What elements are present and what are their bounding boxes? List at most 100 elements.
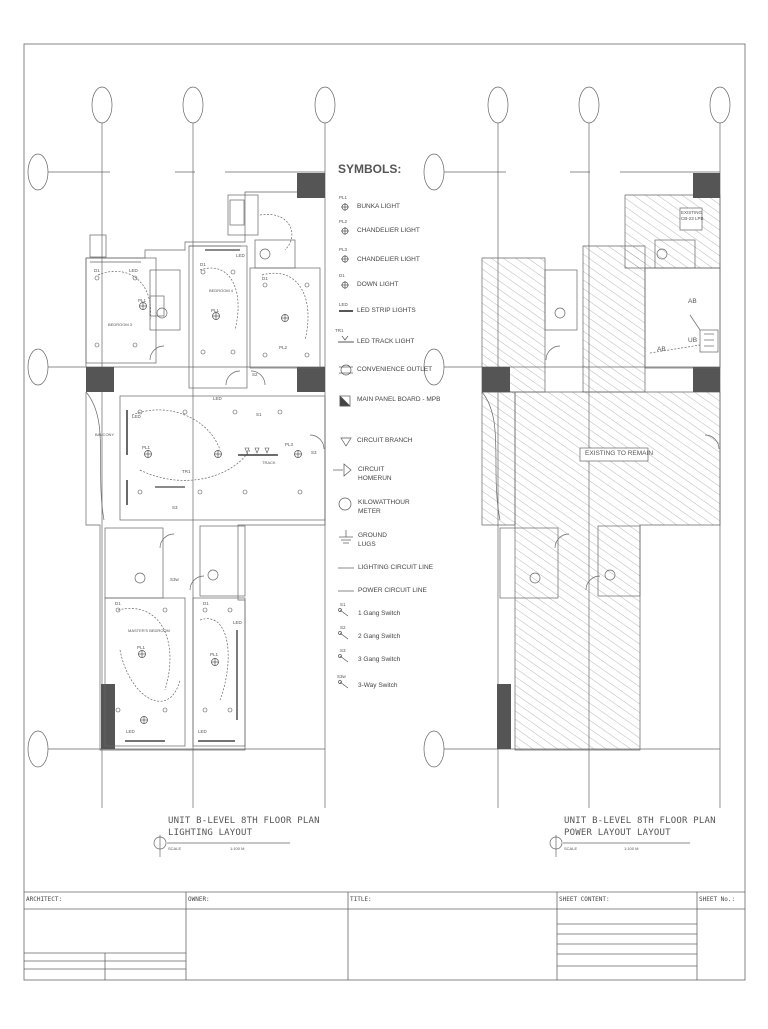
sheet-no-label: SHEET No.: [699, 896, 736, 903]
legend-tag: LED [339, 302, 348, 307]
fixture-tag: LED [198, 729, 207, 734]
grid-bubble [182, 86, 204, 124]
fixture-tag: S3w [170, 577, 179, 582]
column [297, 367, 325, 392]
existing-note: EXISTING TO REMAIN [585, 450, 654, 457]
fixture-tag: PL1 [137, 645, 146, 650]
fixture-tag: TR1 [182, 469, 191, 474]
legend-tag: PL1 [339, 195, 348, 200]
grid-bubble [27, 348, 49, 386]
fixture-tag: S2 [252, 372, 258, 377]
lighting-plan [27, 86, 336, 857]
grid-bubble [314, 86, 336, 124]
legend-label: MAIN PANEL BOARD - MPB [357, 396, 441, 403]
column [297, 173, 325, 198]
legend-tag: PL2 [339, 219, 348, 224]
fixture-tag: LED [236, 253, 245, 258]
legend-tag: S1 [340, 602, 346, 607]
legend-icons [333, 203, 354, 689]
grid-bubble [91, 86, 113, 124]
legend-label: CHANDELIER LIGHT [357, 256, 420, 263]
fixture-tag: LED [129, 268, 138, 273]
legend-label: CIRCUIT HOMERUN [358, 466, 392, 482]
ab-label: AB [688, 298, 697, 305]
fixture-tag: S1 [256, 412, 262, 417]
ub-label: UB [688, 337, 698, 344]
fixture-tag: PL1 [211, 308, 220, 313]
fixture-tag: LED [233, 620, 242, 625]
power-plan [423, 86, 731, 857]
sheet-border [23, 43, 746, 981]
owner-label: OWNER: [188, 896, 210, 903]
room-label: MASTER'S BEDROOM [128, 628, 170, 633]
legend-label: CIRCUIT BRANCH [357, 437, 413, 444]
legend-tag: S2 [340, 625, 346, 630]
legend-label: LED STRIP LIGHTS [357, 307, 416, 314]
legend-label: CHANDELIER LIGHT [357, 227, 420, 234]
fixture-tag: S3 [172, 505, 178, 510]
legend-tag: S3w [337, 674, 346, 679]
column [497, 684, 511, 749]
power-plan-title: UNIT B-LEVEL 8TH FLOOR PLAN [564, 816, 716, 826]
room-label: BEDROOM 3 [108, 322, 133, 327]
fixture-tag: LED [126, 729, 135, 734]
fixture-tag: LED [213, 396, 222, 401]
legend-label: LIGHTING CIRCUIT LINE [358, 564, 434, 571]
legend-label: 3-Way Switch [358, 682, 398, 689]
power-plan-subtitle: POWER LAYOUT LAYOUT [564, 828, 671, 838]
fixture-tag: S3 [311, 450, 317, 455]
fixture-tag: PL1 [138, 298, 147, 303]
room-label: TRACK [262, 460, 276, 465]
fixture-tag: D1 [94, 268, 100, 273]
lighting-plan-title: UNIT B-LEVEL 8TH FLOOR PLAN [168, 816, 320, 826]
scale-label: SCALE [564, 846, 578, 851]
column [482, 367, 510, 392]
legend-label: DOWN LIGHT [357, 281, 399, 288]
fixture-tag: PL3 [285, 442, 294, 447]
column [693, 367, 720, 392]
grid-bubble [487, 86, 509, 124]
legend-label: BUNKA LIGHT [357, 203, 400, 210]
scale-value: 1:100 M [624, 846, 639, 851]
scale-label: SCALE [168, 846, 182, 851]
fixture-tag: PL2 [279, 345, 288, 350]
grid-bubble [423, 153, 445, 191]
legend-label: CONVENIENCE OUTLET [357, 366, 433, 373]
legend-label: 2 Gang Switch [358, 633, 401, 640]
legend-label: GROUND LUGS [358, 532, 387, 548]
sheet-content-label: SHEET CONTENT: [559, 896, 610, 903]
room-label: BEDROOM 4 [209, 288, 234, 293]
legend-label: LED TRACK LIGHT [357, 338, 415, 345]
existing-panel-label: EXISTING CB-23 LPB [681, 210, 704, 221]
legend-tag: D1 [339, 273, 345, 278]
fixture-tag: D1 [200, 262, 206, 267]
fixture-tag: PL1 [210, 652, 219, 657]
architect-label: ARCHITECT: [26, 896, 63, 903]
title-label: TITLE: [350, 896, 372, 903]
legend-tag: S3 [340, 648, 346, 653]
legend-label: 1 Gang Switch [358, 610, 401, 617]
room-label: BALCONY [95, 432, 115, 437]
column [693, 173, 720, 198]
ab-label: AB [657, 346, 666, 353]
fixture-tag: PL1 [142, 445, 151, 450]
title-block [24, 891, 745, 980]
grid-bubble [578, 86, 600, 124]
legend-tag: TR1 [335, 328, 344, 333]
grid-bubble [27, 153, 49, 191]
column [101, 684, 115, 749]
legend-label: POWER CIRCUIT LINE [358, 587, 427, 594]
fixture-tag: D1 [262, 276, 268, 281]
scale-value: 1:100 M [230, 846, 245, 851]
fixture-tag: D1 [203, 601, 209, 606]
symbols-title: SYMBOLS: [338, 162, 402, 176]
fixture-tag: D1 [115, 601, 121, 606]
lighting-plan-subtitle: LIGHTING LAYOUT [168, 828, 253, 838]
legend-tag: PL3 [339, 247, 348, 252]
grid-bubble [709, 86, 731, 124]
legend-label: KILOWATTHOUR METER [358, 499, 410, 515]
column [86, 367, 114, 392]
fixture-tag: LED [132, 414, 141, 419]
